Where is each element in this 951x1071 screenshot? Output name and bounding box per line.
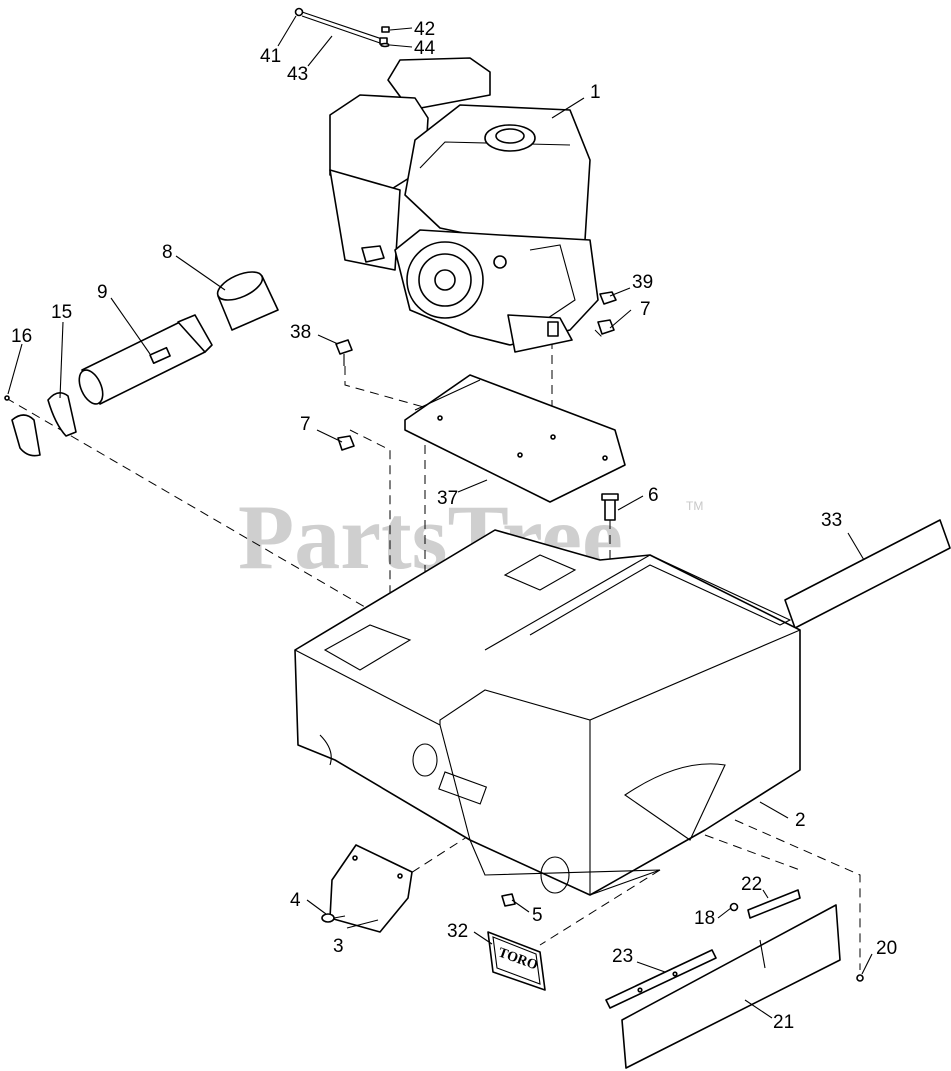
callout-8: 8 bbox=[162, 242, 173, 263]
bolt-6 bbox=[601, 493, 619, 521]
callout-9: 9 bbox=[97, 282, 108, 303]
bolt-38 bbox=[335, 339, 353, 366]
engine-nuts bbox=[597, 291, 617, 335]
screw-20 bbox=[856, 974, 864, 982]
callout-37: 37 bbox=[437, 488, 458, 509]
leader-lines bbox=[7, 15, 873, 1019]
callout-labels: 1 2 3 4 5 6 7 7 8 9 15 16 18 20 21 22 23… bbox=[11, 19, 897, 1033]
callout-38: 38 bbox=[290, 322, 311, 343]
callout-7-engine: 7 bbox=[640, 299, 651, 320]
callout-32: 32 bbox=[447, 921, 468, 942]
bolt-4 bbox=[321, 913, 346, 923]
callout-2: 2 bbox=[795, 810, 806, 831]
callout-44: 44 bbox=[414, 38, 436, 59]
callout-33: 33 bbox=[821, 510, 842, 531]
chute-tube bbox=[784, 519, 951, 629]
callout-42: 42 bbox=[414, 19, 435, 40]
callout-15: 15 bbox=[51, 302, 72, 323]
small-screw bbox=[4, 395, 10, 401]
callout-16: 16 bbox=[11, 326, 32, 347]
nut-18 bbox=[729, 902, 739, 912]
callout-23: 23 bbox=[612, 946, 633, 967]
rod-nut-washer bbox=[380, 26, 390, 48]
clamp-lower bbox=[11, 414, 41, 457]
callout-22: 22 bbox=[741, 874, 762, 895]
callout-21: 21 bbox=[773, 1012, 794, 1033]
callout-3: 3 bbox=[333, 936, 344, 957]
side-plate bbox=[329, 844, 413, 933]
callout-5: 5 bbox=[532, 905, 543, 926]
engine bbox=[329, 57, 599, 353]
clamp bbox=[47, 392, 77, 437]
callout-7-housing: 7 bbox=[300, 414, 311, 435]
callout-1: 1 bbox=[590, 82, 601, 103]
engine-plate bbox=[404, 374, 626, 503]
muffler-tube bbox=[78, 314, 213, 405]
strip-lower bbox=[605, 949, 717, 1009]
scraper-blade bbox=[621, 904, 841, 1069]
callout-4: 4 bbox=[290, 890, 301, 911]
nut-5 bbox=[501, 893, 516, 907]
callout-43: 43 bbox=[287, 64, 308, 85]
callout-39: 39 bbox=[632, 272, 653, 293]
throttle-rod bbox=[294, 7, 388, 45]
callout-20: 20 bbox=[876, 938, 897, 959]
muffler-guard bbox=[216, 271, 279, 331]
callout-6: 6 bbox=[648, 485, 659, 506]
strip-upper bbox=[747, 889, 801, 919]
callout-41: 41 bbox=[260, 46, 281, 67]
watermark-tm: TM bbox=[686, 499, 703, 513]
nut-7-left bbox=[337, 435, 355, 451]
callout-18: 18 bbox=[694, 908, 715, 929]
toro-badge: TORO bbox=[487, 931, 546, 991]
main-housing bbox=[294, 529, 801, 896]
